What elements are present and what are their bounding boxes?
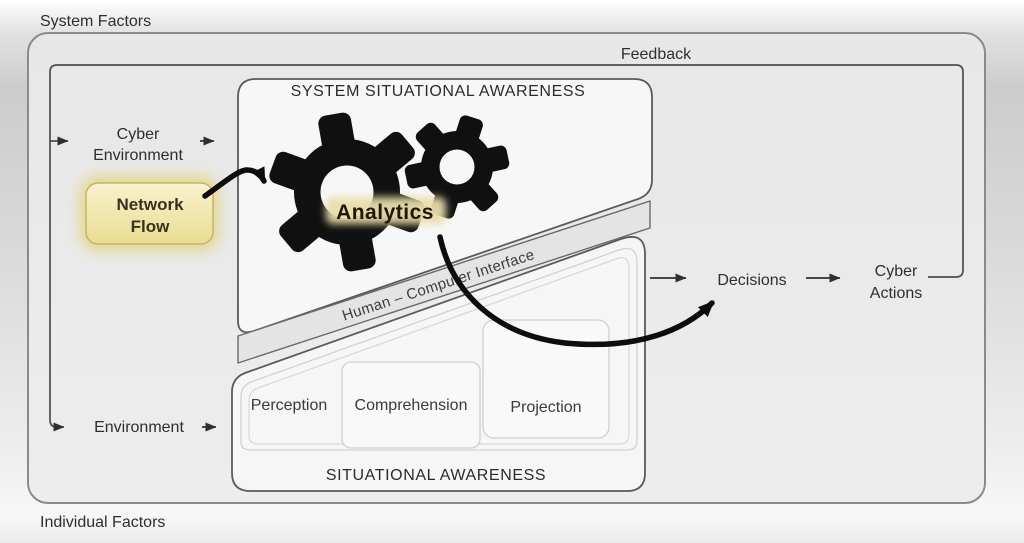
- gear-icon-small: [404, 115, 510, 219]
- analytics-glow: [326, 197, 446, 224]
- comprehension-cell: [341, 361, 481, 449]
- network-flow-line1: Network: [116, 195, 184, 214]
- environment-label: Environment: [94, 419, 184, 436]
- arrow-network-flow-to-analytics: [202, 166, 267, 199]
- individual-factors-label: Individual Factors: [40, 514, 165, 531]
- sa-box: Perception Comprehension Projection SITU…: [231, 236, 646, 492]
- cyber-environment-node: Cyber Environment: [93, 126, 183, 164]
- perception-label: Perception: [251, 397, 328, 414]
- comprehension-label: Comprehension: [355, 397, 468, 414]
- network-flow-box: [85, 182, 214, 245]
- cyber-environment-line2: Environment: [93, 147, 183, 164]
- sa-nested-outline-2: [248, 257, 630, 445]
- feedback-label: Feedback: [621, 46, 692, 63]
- gear-hole: [439, 149, 475, 185]
- sa-title: SITUATIONAL AWARENESS: [326, 467, 546, 484]
- sa-nested-outline-1: [240, 247, 638, 451]
- cyber-environment-line1: Cyber: [117, 126, 160, 143]
- projection-label: Projection: [510, 399, 581, 416]
- system-factors-label: System Factors: [40, 13, 151, 30]
- system-sa-title: SYSTEM SITUATIONAL AWARENESS: [291, 83, 586, 100]
- feedback-loop-line: [49, 64, 964, 432]
- cyber-actions-line2: Actions: [870, 285, 922, 302]
- analytics-label: Analytics: [336, 201, 434, 224]
- network-flow-line2: Flow: [131, 217, 170, 236]
- network-flow-node: Network Flow: [80, 176, 219, 251]
- cyber-actions-node: Cyber Actions: [870, 263, 922, 302]
- arrow-analytics-to-decisions: [437, 234, 715, 348]
- projection-cell: [482, 319, 610, 439]
- cyber-actions-line1: Cyber: [875, 263, 918, 280]
- decisions-label: Decisions: [717, 272, 786, 289]
